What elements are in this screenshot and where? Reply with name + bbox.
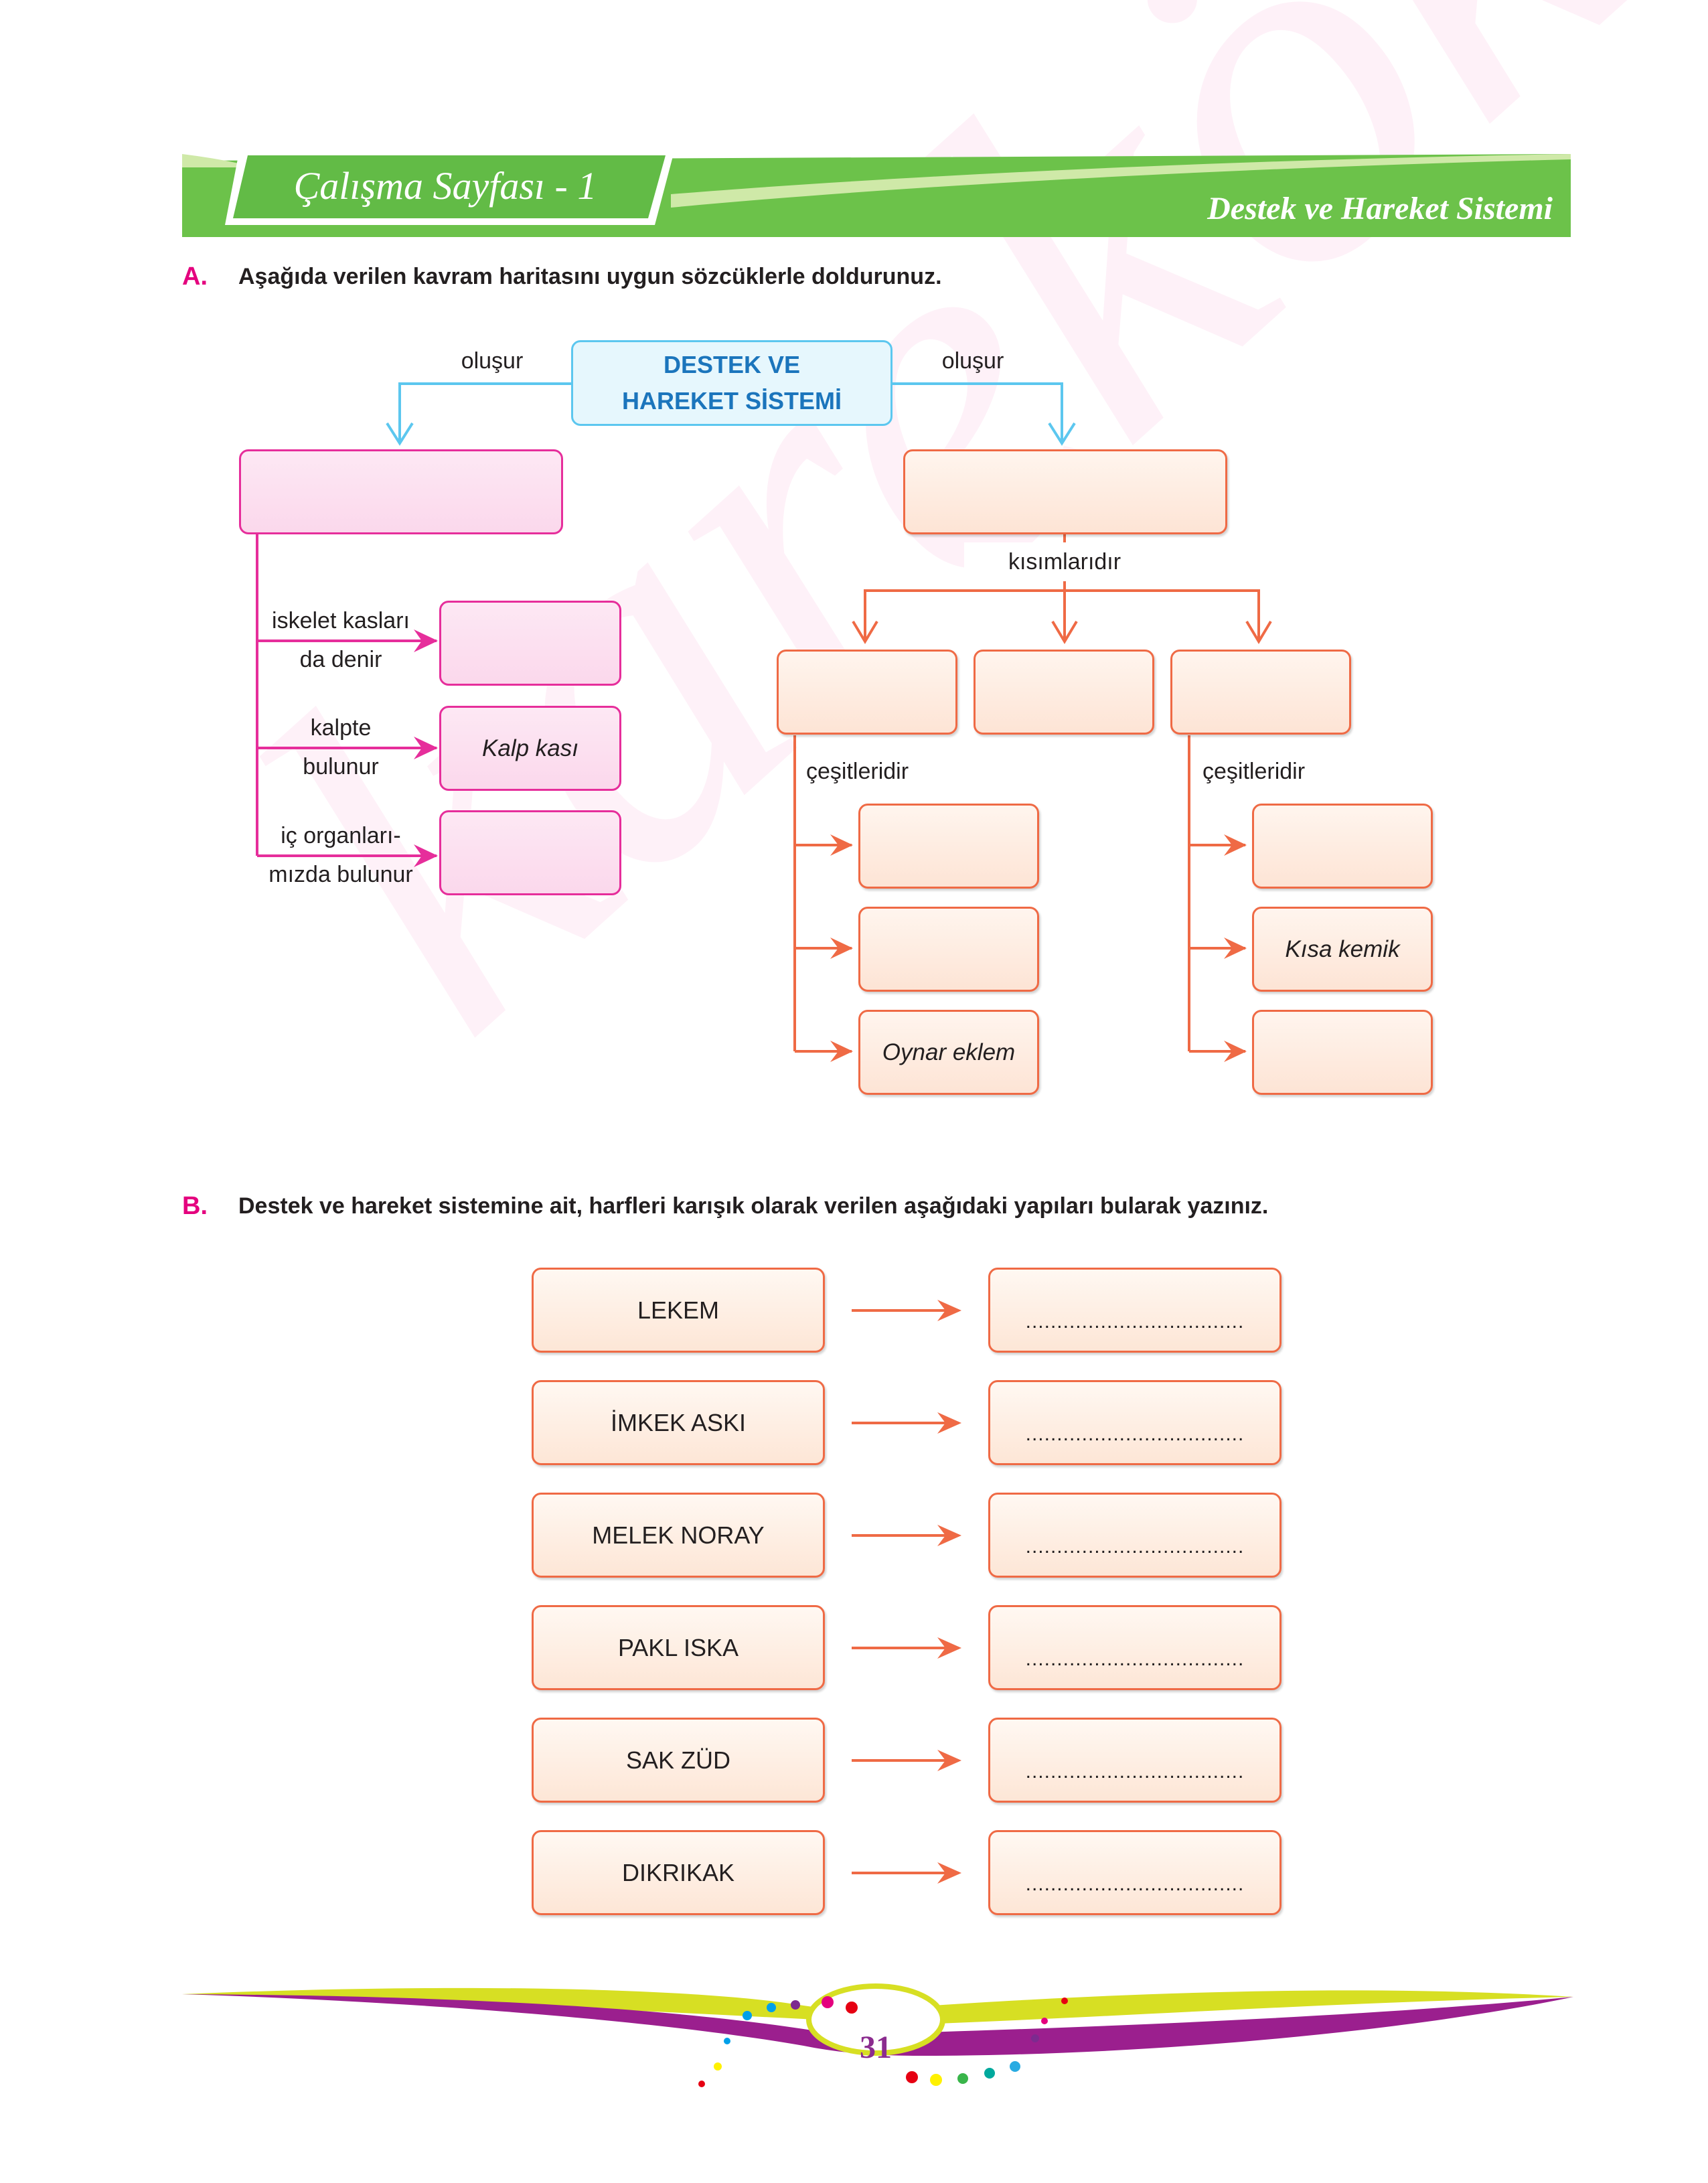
answer-field-3[interactable]: ................................... (988, 1493, 1282, 1578)
scrambled-word-3: MELEK NORAY (532, 1493, 825, 1578)
right-sub-box-2[interactable]: Kısa kemik (1252, 907, 1433, 992)
answer-field-4[interactable]: ................................... (988, 1605, 1282, 1690)
right-sub-box-1[interactable] (1252, 804, 1433, 889)
left-connector-label: oluşur (461, 348, 524, 374)
section-a-instruction: Aşağıda verilen kavram haritasını uygun … (238, 264, 942, 289)
part-box-1[interactable] (777, 650, 957, 735)
part-box-3[interactable] (1170, 650, 1351, 735)
right-sub-box-3[interactable] (1252, 1010, 1433, 1095)
left-branch-answer-box[interactable] (239, 449, 563, 534)
answer-field-5[interactable]: ................................... (988, 1718, 1282, 1803)
left-item-2-box[interactable]: Kalp kası (439, 706, 621, 791)
left-item-3-label: iç organları- mızda bulunur (268, 823, 413, 887)
unit-subtitle: Destek ve Hareket Sistemi (1207, 191, 1553, 226)
left-item-3-box[interactable] (439, 810, 621, 895)
scrambled-word-5: SAK ZÜD (532, 1718, 825, 1803)
right-branch-answer-box[interactable] (903, 449, 1227, 534)
left-item-2-label: kalpte bulunur (303, 715, 379, 779)
scrambled-word-6: DIKRIKAK (532, 1830, 825, 1915)
scrambled-word-2: İMKEK ASKI (532, 1380, 825, 1465)
footer-swoosh (182, 1983, 1573, 2087)
left-sub-box-3[interactable]: Oynar eklem (858, 1010, 1039, 1095)
part-box-2[interactable] (974, 650, 1154, 735)
concept-map-lines (256, 382, 1272, 1062)
section-b-instruction: Destek ve hareket sistemine ait, harfler… (238, 1193, 1269, 1219)
right-sub-connector-label: çeşitleridir (1202, 759, 1306, 784)
scrambled-word-4: PAKL ISKA (532, 1605, 825, 1690)
title-tab-shape (225, 149, 675, 225)
page-number: 31 (860, 2030, 892, 2065)
left-item-1-box[interactable] (439, 601, 621, 686)
main-concept-line-1: DESTEK VE (663, 351, 801, 378)
answer-field-1[interactable]: ................................... (988, 1268, 1282, 1353)
left-sub-connector-label: çeşitleridir (806, 759, 909, 784)
worksheet-title: Çalışma Sayfası - 1 (293, 163, 597, 208)
main-concept-line-2: HAREKET SİSTEMİ (621, 387, 842, 415)
section-a-letter: A. (182, 262, 208, 291)
section-b-letter: B. (182, 1192, 208, 1220)
left-sub-box-1[interactable] (858, 804, 1039, 889)
right-connector-label: oluşur (941, 348, 1004, 374)
left-sub-box-2[interactable] (858, 907, 1039, 992)
scrambled-word-1: LEKEM (532, 1268, 825, 1353)
main-concept-box: DESTEK VE HAREKET SİSTEMİ (571, 340, 892, 426)
parts-connector-label: kısımlarıdır (964, 542, 1165, 581)
answer-field-6[interactable]: ................................... (988, 1830, 1282, 1915)
left-item-1-label: iskelet kasları da denir (272, 608, 410, 672)
answer-field-2[interactable]: ................................... (988, 1380, 1282, 1465)
